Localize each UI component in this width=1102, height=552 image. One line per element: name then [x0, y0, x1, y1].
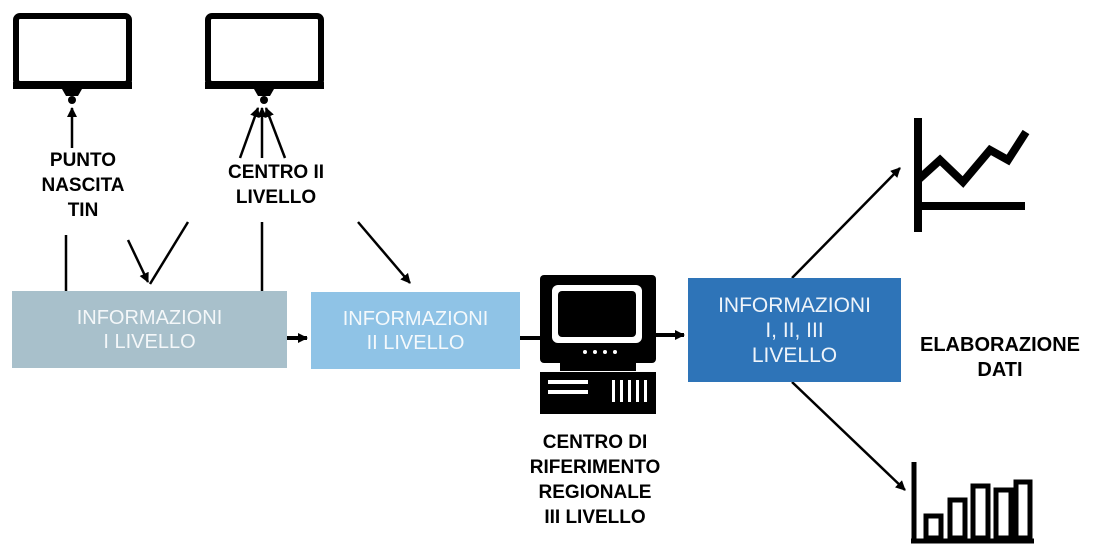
label-elaborazione-dati: ELABORAZIONE DATI — [905, 333, 1095, 383]
box-line: I LIVELLO — [103, 330, 196, 353]
label-punto-nascita: PUNTO NASCITA TIN — [28, 148, 138, 223]
box-line: LIVELLO — [751, 343, 838, 367]
label-line: TIN — [67, 200, 99, 221]
bar-chart-icon — [911, 462, 1034, 544]
box-line: II LIVELLO — [366, 331, 465, 354]
monitor-icon — [13, 13, 132, 104]
box-informazioni-ii-livello: INFORMAZIONI II LIVELLO — [311, 292, 520, 369]
label-line: RIFERIMENTO — [529, 457, 661, 478]
arrow-to-bar-chart — [791, 381, 906, 491]
label-line: PUNTO — [49, 150, 117, 171]
label-line: DATI — [977, 359, 1023, 381]
box-line: INFORMAZIONI — [342, 307, 489, 330]
line-into-box-i — [148, 221, 190, 285]
label-line: REGIONALE — [538, 482, 652, 503]
line-chart-icon — [914, 118, 1030, 232]
label-centro-riferimento: CENTRO DI RIFERIMENTO REGIONALE III LIVE… — [520, 430, 670, 530]
monitor-icon — [205, 13, 324, 104]
arrow-centro-to-box-ii — [357, 221, 411, 284]
label-line: CENTRO II — [227, 162, 325, 183]
arrow-to-line-chart — [791, 167, 901, 279]
label-line: CENTRO DI — [542, 432, 648, 453]
label-line: NASCITA — [41, 175, 125, 196]
box-line: INFORMAZIONI — [718, 293, 871, 317]
box-informazioni-i-ii-iii-livello: INFORMAZIONI I, II, III LIVELLO — [688, 278, 901, 382]
label-centro-ii-livello: CENTRO II LIVELLO — [196, 160, 356, 210]
label-line: ELABORAZIONE — [920, 334, 1080, 356]
label-line: III LIVELLO — [544, 507, 646, 528]
arrow-centro-to-monitor-left — [238, 107, 260, 159]
box-line: I, II, III — [765, 318, 824, 342]
arrow-centro-to-monitor-right — [264, 107, 287, 159]
box-informazioni-i-livello: INFORMAZIONI I LIVELLO — [12, 291, 287, 368]
desktop-computer-icon — [540, 275, 656, 414]
box-line: INFORMAZIONI — [76, 306, 223, 329]
connector-lines — [64, 107, 906, 491]
arrow-into-box-i — [126, 239, 150, 283]
label-line: LIVELLO — [235, 187, 317, 208]
